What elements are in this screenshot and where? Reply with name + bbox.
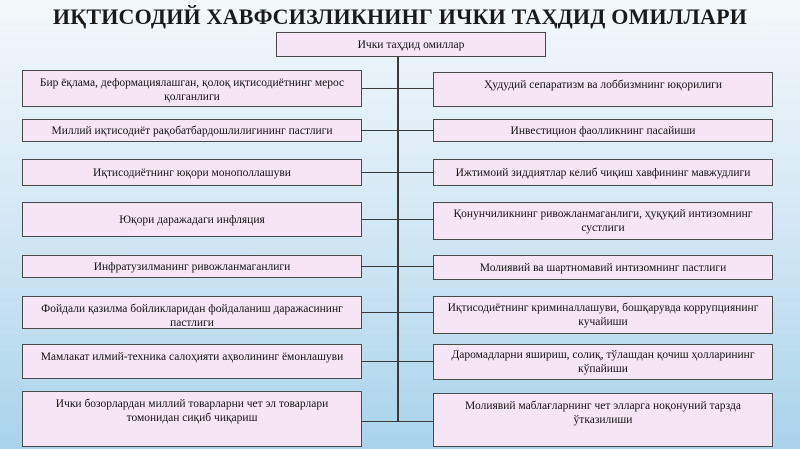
connector-left-2 — [362, 172, 398, 173]
left-factor-1: Бир ёқлама, деформациялашган, қолоқ иқти… — [22, 70, 362, 107]
connector-right-5 — [398, 312, 433, 313]
right-factor-1: Ҳудудий сепаратизм ва лоббизмнинг юқорил… — [433, 72, 773, 107]
left-factor-7: Мамлакат илмий-техника салоҳияти аҳволин… — [22, 344, 362, 379]
connector-left-3 — [362, 219, 398, 220]
left-factor-6: Фойдали қазилма бойликларидан фойдаланиш… — [22, 296, 362, 329]
left-factor-8: Ички бозорлардан миллий товарларни чет э… — [22, 391, 362, 447]
diagram-title: ИҚТИСОДИЙ ХАВФСИЗЛИКНИНГ ИЧКИ ТАҲДИД ОМИ… — [52, 4, 748, 29]
connector-right-4 — [398, 266, 433, 267]
connector-left-4 — [362, 266, 398, 267]
connector-left-7 — [362, 421, 398, 422]
connector-right-3 — [398, 219, 433, 220]
connector-right-7 — [398, 421, 433, 422]
connector-left-0 — [362, 88, 398, 89]
connector-right-6 — [398, 361, 433, 362]
right-factor-3: Ижтимоий зиддиятлар келиб чиқиш хавфинин… — [433, 159, 773, 186]
connector-right-0 — [398, 88, 433, 89]
left-factor-5: Инфратузилманинг ривожланмаганлиги — [22, 255, 362, 278]
connector-left-6 — [362, 361, 398, 362]
left-factor-4: Юқори даражадаги инфляция — [22, 202, 362, 237]
left-factor-2: Миллий иқтисодиёт рақобатбардошлилигинин… — [22, 119, 362, 142]
right-factor-2: Инвестицион фаолликнинг пасайиши — [433, 119, 773, 142]
connector-left-5 — [362, 312, 398, 313]
connector-left-1 — [362, 130, 398, 131]
right-factor-6: Иқтисодиётнинг криминаллашуви, бошқарувд… — [433, 296, 773, 334]
right-factor-5: Молиявий ва шартномавий интизомнинг паст… — [433, 255, 773, 280]
right-factor-8: Молиявий маблағларнинг чет элларга ноқон… — [433, 393, 773, 447]
root-node: Ички таҳдид омиллар — [276, 32, 546, 57]
right-factor-4: Қонунчиликнинг ривожланмаганлиги, ҳуқуқи… — [433, 202, 773, 240]
connector-right-1 — [398, 130, 433, 131]
left-factor-3: Иқтисодиётнинг юқори монополлашуви — [22, 159, 362, 186]
right-factor-7: Даромадларни яшириш, солиқ, тўлашдан қоч… — [433, 344, 773, 380]
trunk-line — [397, 57, 399, 422]
connector-right-2 — [398, 172, 433, 173]
